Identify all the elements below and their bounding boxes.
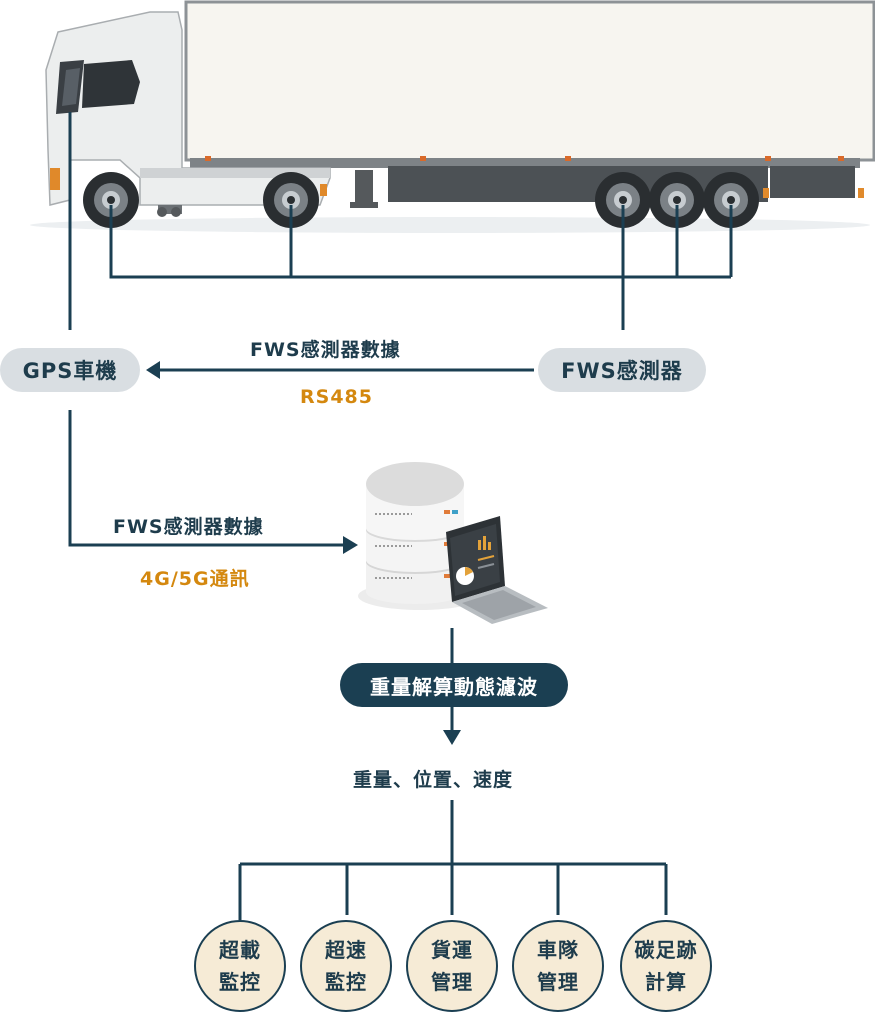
application-fleet-management: 車隊 管理 — [512, 920, 604, 1012]
application-speeding-monitoring: 超速 監控 — [300, 920, 392, 1012]
truck-trailer-illustration — [30, 0, 875, 233]
cellular-link-bottom-label: 4G/5G通訊 — [140, 568, 250, 590]
arrow-right-icon — [343, 536, 358, 554]
gps-unit-label: GPS車機 — [22, 359, 118, 383]
rs485-link-bottom-label: RS485 — [300, 386, 373, 408]
connector-lines — [68, 112, 733, 920]
laptop-dashboard-icon — [446, 516, 548, 624]
process-label: 重量解算動態濾波 — [370, 674, 538, 699]
application-line1: 碳足跡 — [634, 938, 698, 962]
application-line1: 超載 — [219, 938, 261, 962]
application-carbon-footprint: 碳足跡 計算 — [620, 920, 712, 1012]
gps-unit-node: GPS車機 — [0, 348, 140, 392]
application-line1: 車隊 — [537, 938, 579, 962]
arrow-left-icon — [146, 361, 160, 379]
application-line2: 管理 — [537, 970, 579, 994]
process-node: 重量解算動態濾波 — [340, 663, 568, 707]
application-line2: 計算 — [645, 970, 687, 994]
fws-sensor-node: FWS感測器 — [538, 348, 706, 392]
application-line1: 貨運 — [431, 938, 473, 962]
fws-sensor-label: FWS感測器 — [561, 359, 683, 383]
application-line2: 監控 — [219, 970, 261, 994]
truck-wheels — [83, 172, 759, 228]
outputs-label: 重量、位置、速度 — [353, 769, 514, 791]
application-line2: 監控 — [325, 970, 367, 994]
rs485-link-top-label: FWS感測器數據 — [250, 339, 401, 361]
application-overload-monitoring: 超載 監控 — [194, 920, 286, 1012]
cellular-link-top-label: FWS感測器數據 — [113, 516, 264, 538]
application-line2: 管理 — [431, 970, 473, 994]
arrow-down-icon — [443, 730, 461, 745]
server-database-icon — [358, 462, 482, 610]
application-freight-management: 貨運 管理 — [406, 920, 498, 1012]
application-line1: 超速 — [325, 938, 367, 962]
